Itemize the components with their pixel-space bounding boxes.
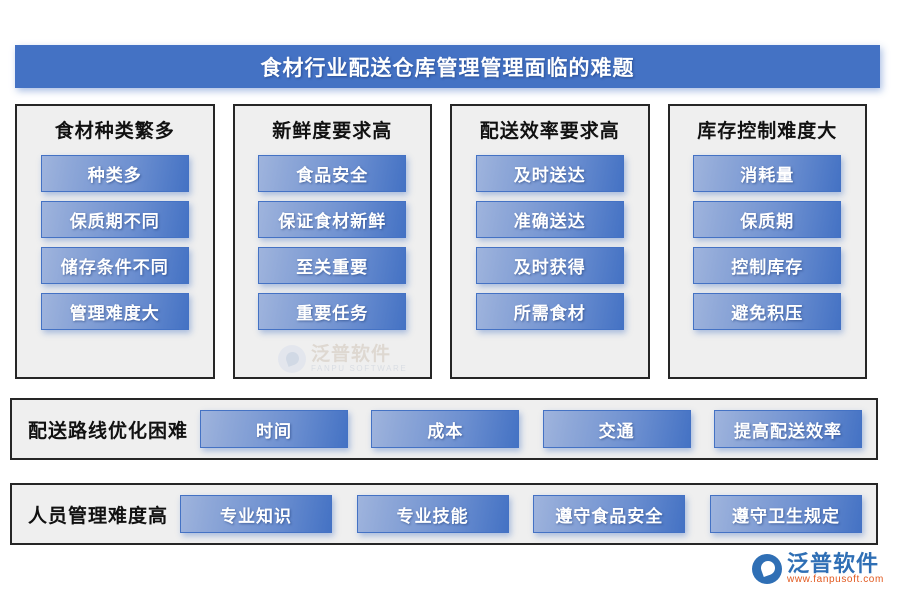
column-items-1: 种类多 保质期不同 储存条件不同 管理难度大 [30,155,200,330]
column-4-item-3[interactable]: 控制库存 [693,247,842,284]
column-1-item-2[interactable]: 保质期不同 [40,201,189,238]
column-4-item-4[interactable]: 避免积压 [693,293,842,330]
row-card-1: 配送路线优化困难 时间 成本 交通 提高配送效率 [10,398,878,460]
row-2-item-3[interactable]: 遵守食品安全 [533,495,686,533]
column-1-item-4[interactable]: 管理难度大 [40,293,189,330]
column-card-3: 配送效率要求高 及时送达 准确送达 及时获得 所需食材 [450,104,650,379]
column-heading-2: 新鲜度要求高 [272,121,393,142]
column-2-item-2[interactable]: 保证食材新鲜 [258,201,407,238]
column-4-item-2[interactable]: 保质期 [693,201,842,238]
row-1-item-4[interactable]: 提高配送效率 [714,410,862,448]
column-heading-3: 配送效率要求高 [479,121,620,142]
row-items-2: 专业知识 专业技能 遵守食品安全 遵守卫生规定 [180,495,862,533]
row-2-item-4[interactable]: 遵守卫生规定 [709,495,862,533]
column-card-group: 食材种类繁多 种类多 保质期不同 储存条件不同 管理难度大 新鲜度要求高 食品安… [15,104,867,379]
row-1-item-2[interactable]: 成本 [371,410,520,448]
column-card-1: 食材种类繁多 种类多 保质期不同 储存条件不同 管理难度大 [15,104,215,379]
row-card-2: 人员管理难度高 专业知识 专业技能 遵守食品安全 遵守卫生规定 [10,483,878,545]
column-3-item-2[interactable]: 准确送达 [475,201,624,238]
column-3-item-3[interactable]: 及时获得 [475,247,624,284]
column-3-item-1[interactable]: 及时送达 [475,155,624,192]
column-card-2: 新鲜度要求高 食品安全 保证食材新鲜 至关重要 重要任务 [232,104,432,379]
column-3-item-4[interactable]: 所需食材 [475,293,624,330]
column-4-item-1[interactable]: 消耗量 [693,155,842,192]
row-items-1: 时间 成本 交通 提高配送效率 [200,410,862,448]
row-1-item-1[interactable]: 时间 [200,410,349,448]
column-1-item-3[interactable]: 储存条件不同 [40,247,189,284]
brand-logo: 泛普软件 www.fanpusoft.com [752,552,884,586]
column-1-item-1[interactable]: 种类多 [40,155,189,192]
row-2-item-1[interactable]: 专业知识 [180,495,333,533]
row-2-item-2[interactable]: 专业技能 [356,495,509,533]
row-1-item-3[interactable]: 交通 [542,410,691,448]
column-2-item-3[interactable]: 至关重要 [258,247,407,284]
column-card-4: 库存控制难度大 消耗量 保质期 控制库存 避免积压 [667,104,867,379]
column-items-3: 及时送达 准确送达 及时获得 所需食材 [465,155,635,330]
column-heading-4: 库存控制难度大 [697,121,838,142]
row-heading-1: 配送路线优化困难 [28,420,189,442]
column-items-4: 消耗量 保质期 控制库存 避免积压 [683,155,853,330]
brand-url: www.fanpusoft.com [787,574,884,586]
column-heading-1: 食材种类繁多 [54,121,175,142]
brand-logo-icon [752,553,782,584]
column-2-item-4[interactable]: 重要任务 [258,293,407,330]
diagram-title-bar: 食材行业配送仓库管理管理面临的难题 [15,45,880,88]
page-title: 食材行业配送仓库管理管理面临的难题 [260,56,635,80]
column-items-2: 食品安全 保证食材新鲜 至关重要 重要任务 [248,155,418,330]
row-heading-2: 人员管理难度高 [28,505,169,527]
brand-logo-text: 泛普软件 www.fanpusoft.com [787,552,884,586]
column-2-item-1[interactable]: 食品安全 [258,155,407,192]
brand-name: 泛普软件 [787,551,880,576]
